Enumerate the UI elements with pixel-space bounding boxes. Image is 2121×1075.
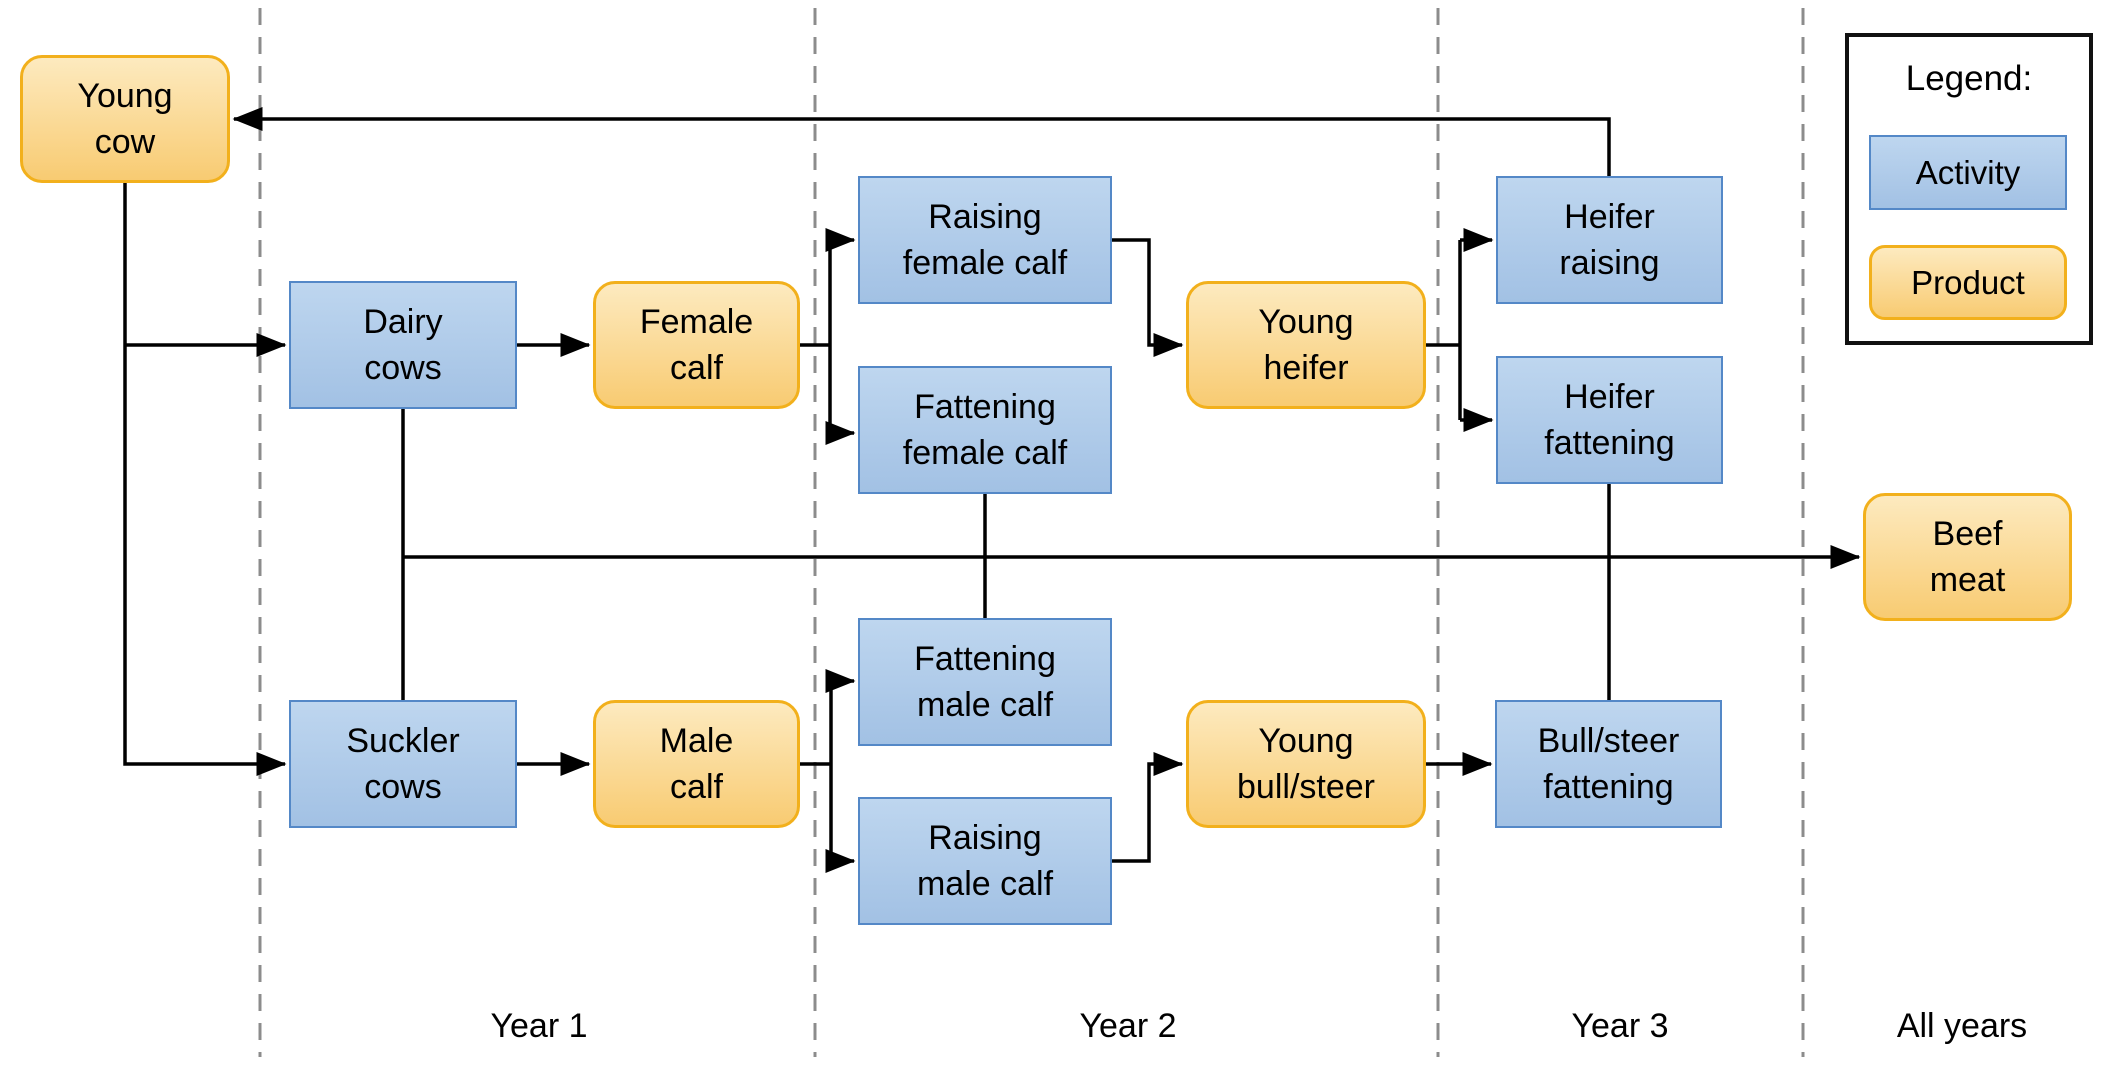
- node-raising-male-calf: Raising male calf: [858, 797, 1112, 925]
- node-label-line: Young: [77, 77, 173, 115]
- node-label-line: Bull/steer: [1537, 722, 1680, 760]
- node-label-line: Raising: [928, 198, 1042, 236]
- edge-female-calf-branch: [800, 240, 832, 433]
- node-label-line: Young: [1258, 722, 1354, 760]
- section-label-year-1: Year 1: [490, 1007, 588, 1045]
- node-label-line: Dairy: [363, 303, 443, 341]
- legend-activity-label: Activity: [1915, 153, 2021, 191]
- node-dairy-cows: Dairy cows: [289, 281, 517, 409]
- section-label-year-2: Year 2: [1079, 1007, 1177, 1045]
- node-fattening-female-calf: Fattening female calf: [858, 366, 1112, 494]
- node-beef-meat: Beef meat: [1863, 493, 2072, 621]
- node-label-line: cow: [94, 123, 156, 161]
- node-label-line: Fattening: [914, 640, 1056, 678]
- node-heifer-fattening: Heifer fattening: [1496, 356, 1723, 484]
- edge-young-cow-to-suckler-cows: [123, 183, 287, 776]
- node-label-line: cows: [364, 768, 442, 806]
- node-female-calf: Female calf: [593, 281, 800, 409]
- edge-raising-male-to-young-bull: [1112, 752, 1184, 863]
- node-label-line: female calf: [902, 244, 1068, 282]
- node-label-line: raising: [1559, 244, 1660, 282]
- node-fattening-male-calf: Fattening male calf: [858, 618, 1112, 746]
- node-label-line: Young: [1258, 303, 1354, 341]
- node-label-line: male calf: [916, 686, 1054, 724]
- node-label-line: bull/steer: [1237, 768, 1375, 806]
- section-label-year-3: Year 3: [1571, 1007, 1669, 1045]
- edge-raising-female-to-young-heifer: [1112, 238, 1184, 357]
- node-label-line: meat: [1929, 561, 2006, 599]
- node-label-line: cows: [364, 349, 442, 387]
- legend-title: Legend:: [1905, 59, 2033, 98]
- node-label-line: Heifer: [1564, 198, 1655, 236]
- node-label-line: Beef: [1932, 515, 2003, 553]
- node-bull-steer-fattening: Bull/steer fattening: [1495, 700, 1722, 828]
- node-raising-female-calf: Raising female calf: [858, 176, 1112, 304]
- node-male-calf: Male calf: [593, 700, 800, 828]
- node-young-bull-steer: Young bull/steer: [1186, 700, 1426, 828]
- node-label-line: Suckler: [346, 722, 460, 760]
- legend-product-swatch: Product: [1869, 245, 2067, 320]
- node-label-line: female calf: [902, 434, 1068, 472]
- node-label-line: Heifer: [1564, 378, 1655, 416]
- node-label-line: fattening: [1543, 768, 1674, 806]
- node-young-heifer: Young heifer: [1186, 281, 1426, 409]
- node-young-cow: Young cow: [20, 55, 230, 183]
- node-suckler-cows: Suckler cows: [289, 700, 517, 828]
- node-label-line: calf: [670, 768, 723, 806]
- node-label-line: Male: [659, 722, 734, 760]
- legend: Legend: Activity Product: [1845, 33, 2093, 345]
- node-label-line: Female: [639, 303, 754, 341]
- legend-activity-swatch: Activity: [1869, 135, 2067, 210]
- node-label-line: calf: [670, 349, 723, 387]
- node-label-line: Raising: [928, 819, 1042, 857]
- node-label-line: Fattening: [914, 388, 1056, 426]
- legend-product-label: Product: [1911, 263, 2025, 301]
- node-heifer-raising: Heifer raising: [1496, 176, 1723, 304]
- edge-heifer-raising-to-young-cow: [232, 107, 1611, 176]
- node-label-line: male calf: [916, 865, 1054, 903]
- section-label-all-years: All years: [1896, 1007, 2028, 1045]
- edge-male-calf-branch: [800, 681, 833, 861]
- node-label-line: heifer: [1263, 349, 1349, 387]
- edge-young-heifer-branch: [1426, 240, 1462, 420]
- node-label-line: fattening: [1544, 424, 1675, 462]
